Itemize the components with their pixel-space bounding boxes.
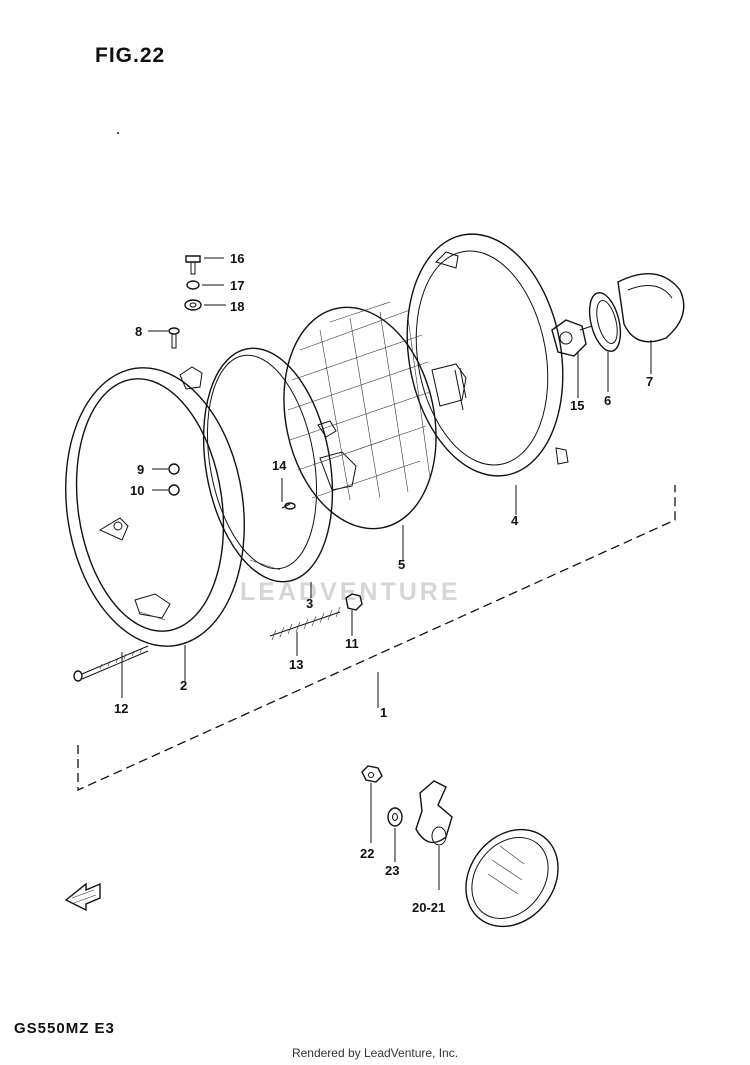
nut-10 (168, 484, 180, 496)
bulb (551, 319, 593, 357)
footer-credit: Rendered by LeadVenture, Inc. (291, 1046, 459, 1060)
headlight-rim (65, 367, 245, 647)
washer-17 (186, 280, 200, 290)
callout-6: 6 (604, 393, 611, 408)
callout-2: 2 (180, 678, 187, 693)
callout-8: 8 (135, 324, 142, 339)
screw-16 (185, 255, 201, 275)
callout-12: 12 (114, 701, 128, 716)
callout-18: 18 (230, 299, 244, 314)
long-screw-12 (73, 645, 149, 682)
callout-3: 3 (306, 596, 313, 611)
callout-15: 15 (570, 398, 584, 413)
assembly-dashed-line (77, 485, 676, 792)
headlight-housing (406, 233, 569, 477)
nut-9 (168, 463, 180, 475)
callout-1: 1 (380, 705, 387, 720)
leader-lines (121, 257, 652, 890)
callout-14: 14 (272, 458, 287, 473)
front-arrow-icon (64, 882, 101, 912)
sealed-beam-unit (283, 301, 467, 530)
callout-4: 4 (511, 513, 519, 528)
figure-title: FIG.22 (95, 44, 166, 67)
socket-ring (588, 291, 622, 353)
model-code: GS550MZ E3 (14, 1020, 115, 1037)
grommet-18 (184, 299, 202, 311)
watermark: LEADVENTURE (240, 578, 461, 606)
callout-5: 5 (398, 557, 405, 572)
callout-17: 17 (230, 278, 244, 293)
speck (117, 132, 119, 134)
callout-7: 7 (646, 374, 653, 389)
bracket-20-21 (415, 780, 453, 846)
nut-11 (345, 593, 363, 611)
callout-9: 9 (137, 462, 144, 477)
reflector (465, 828, 559, 928)
rubber-cap (617, 273, 685, 343)
screw-8 (168, 327, 180, 349)
callout-11: 11 (345, 636, 359, 651)
callout-16: 16 (230, 251, 244, 266)
washer-23 (387, 807, 403, 827)
callout-22: 22 (360, 846, 374, 861)
nut-22 (361, 765, 383, 783)
mounting-ring (179, 347, 357, 583)
callout-13: 13 (289, 657, 303, 672)
callout-20-21: 20-21 (412, 900, 445, 915)
callout-23: 23 (385, 863, 399, 878)
spring-13 (269, 606, 341, 641)
callout-10: 10 (130, 483, 144, 498)
screw-14 (281, 502, 296, 510)
